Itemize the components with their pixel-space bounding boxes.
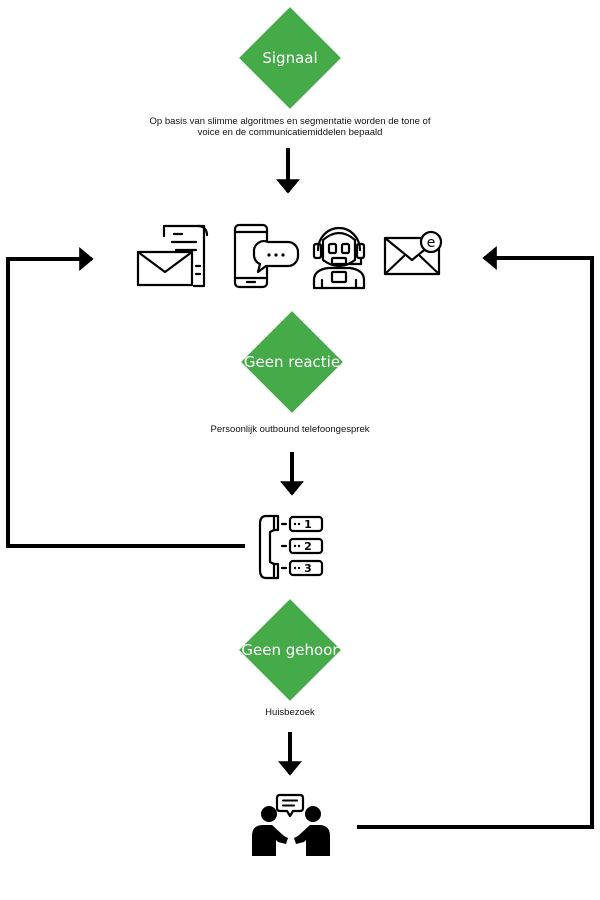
ivr-option-3: 3 — [304, 562, 312, 575]
smartphone-chat-icon — [233, 223, 300, 289]
arrow-visit-loop-back — [357, 246, 594, 829]
ivr-option-2: 2 — [304, 540, 312, 553]
signal-caption-line1: Op basis van slimme algoritmes en segmen… — [149, 116, 431, 127]
letter-icon — [136, 224, 209, 288]
signal-caption: Op basis van slimme algoritmes en segmen… — [110, 116, 470, 138]
no-response-caption: Persoonlijk outbound telefoongesprek — [210, 424, 370, 435]
email-badge-letter: e — [427, 235, 436, 251]
ivr-option-1: 1 — [304, 518, 312, 531]
home-visit-icon — [252, 793, 330, 856]
chatbot-icon — [312, 226, 366, 290]
no-answer-label: Geen gehoor — [241, 641, 339, 659]
no-answer-caption: Huisbezoek — [265, 707, 315, 718]
arrow-phone-loop-back — [6, 247, 245, 548]
signal-caption-line2: voice en de communicatiemiddelen bepaald — [197, 127, 383, 138]
no-response-label: Geen reactie — [243, 353, 341, 371]
signal-label: Signaal — [262, 49, 318, 67]
email-icon: e — [383, 230, 443, 276]
phone-menu-icon: 1 2 3 — [258, 514, 324, 580]
